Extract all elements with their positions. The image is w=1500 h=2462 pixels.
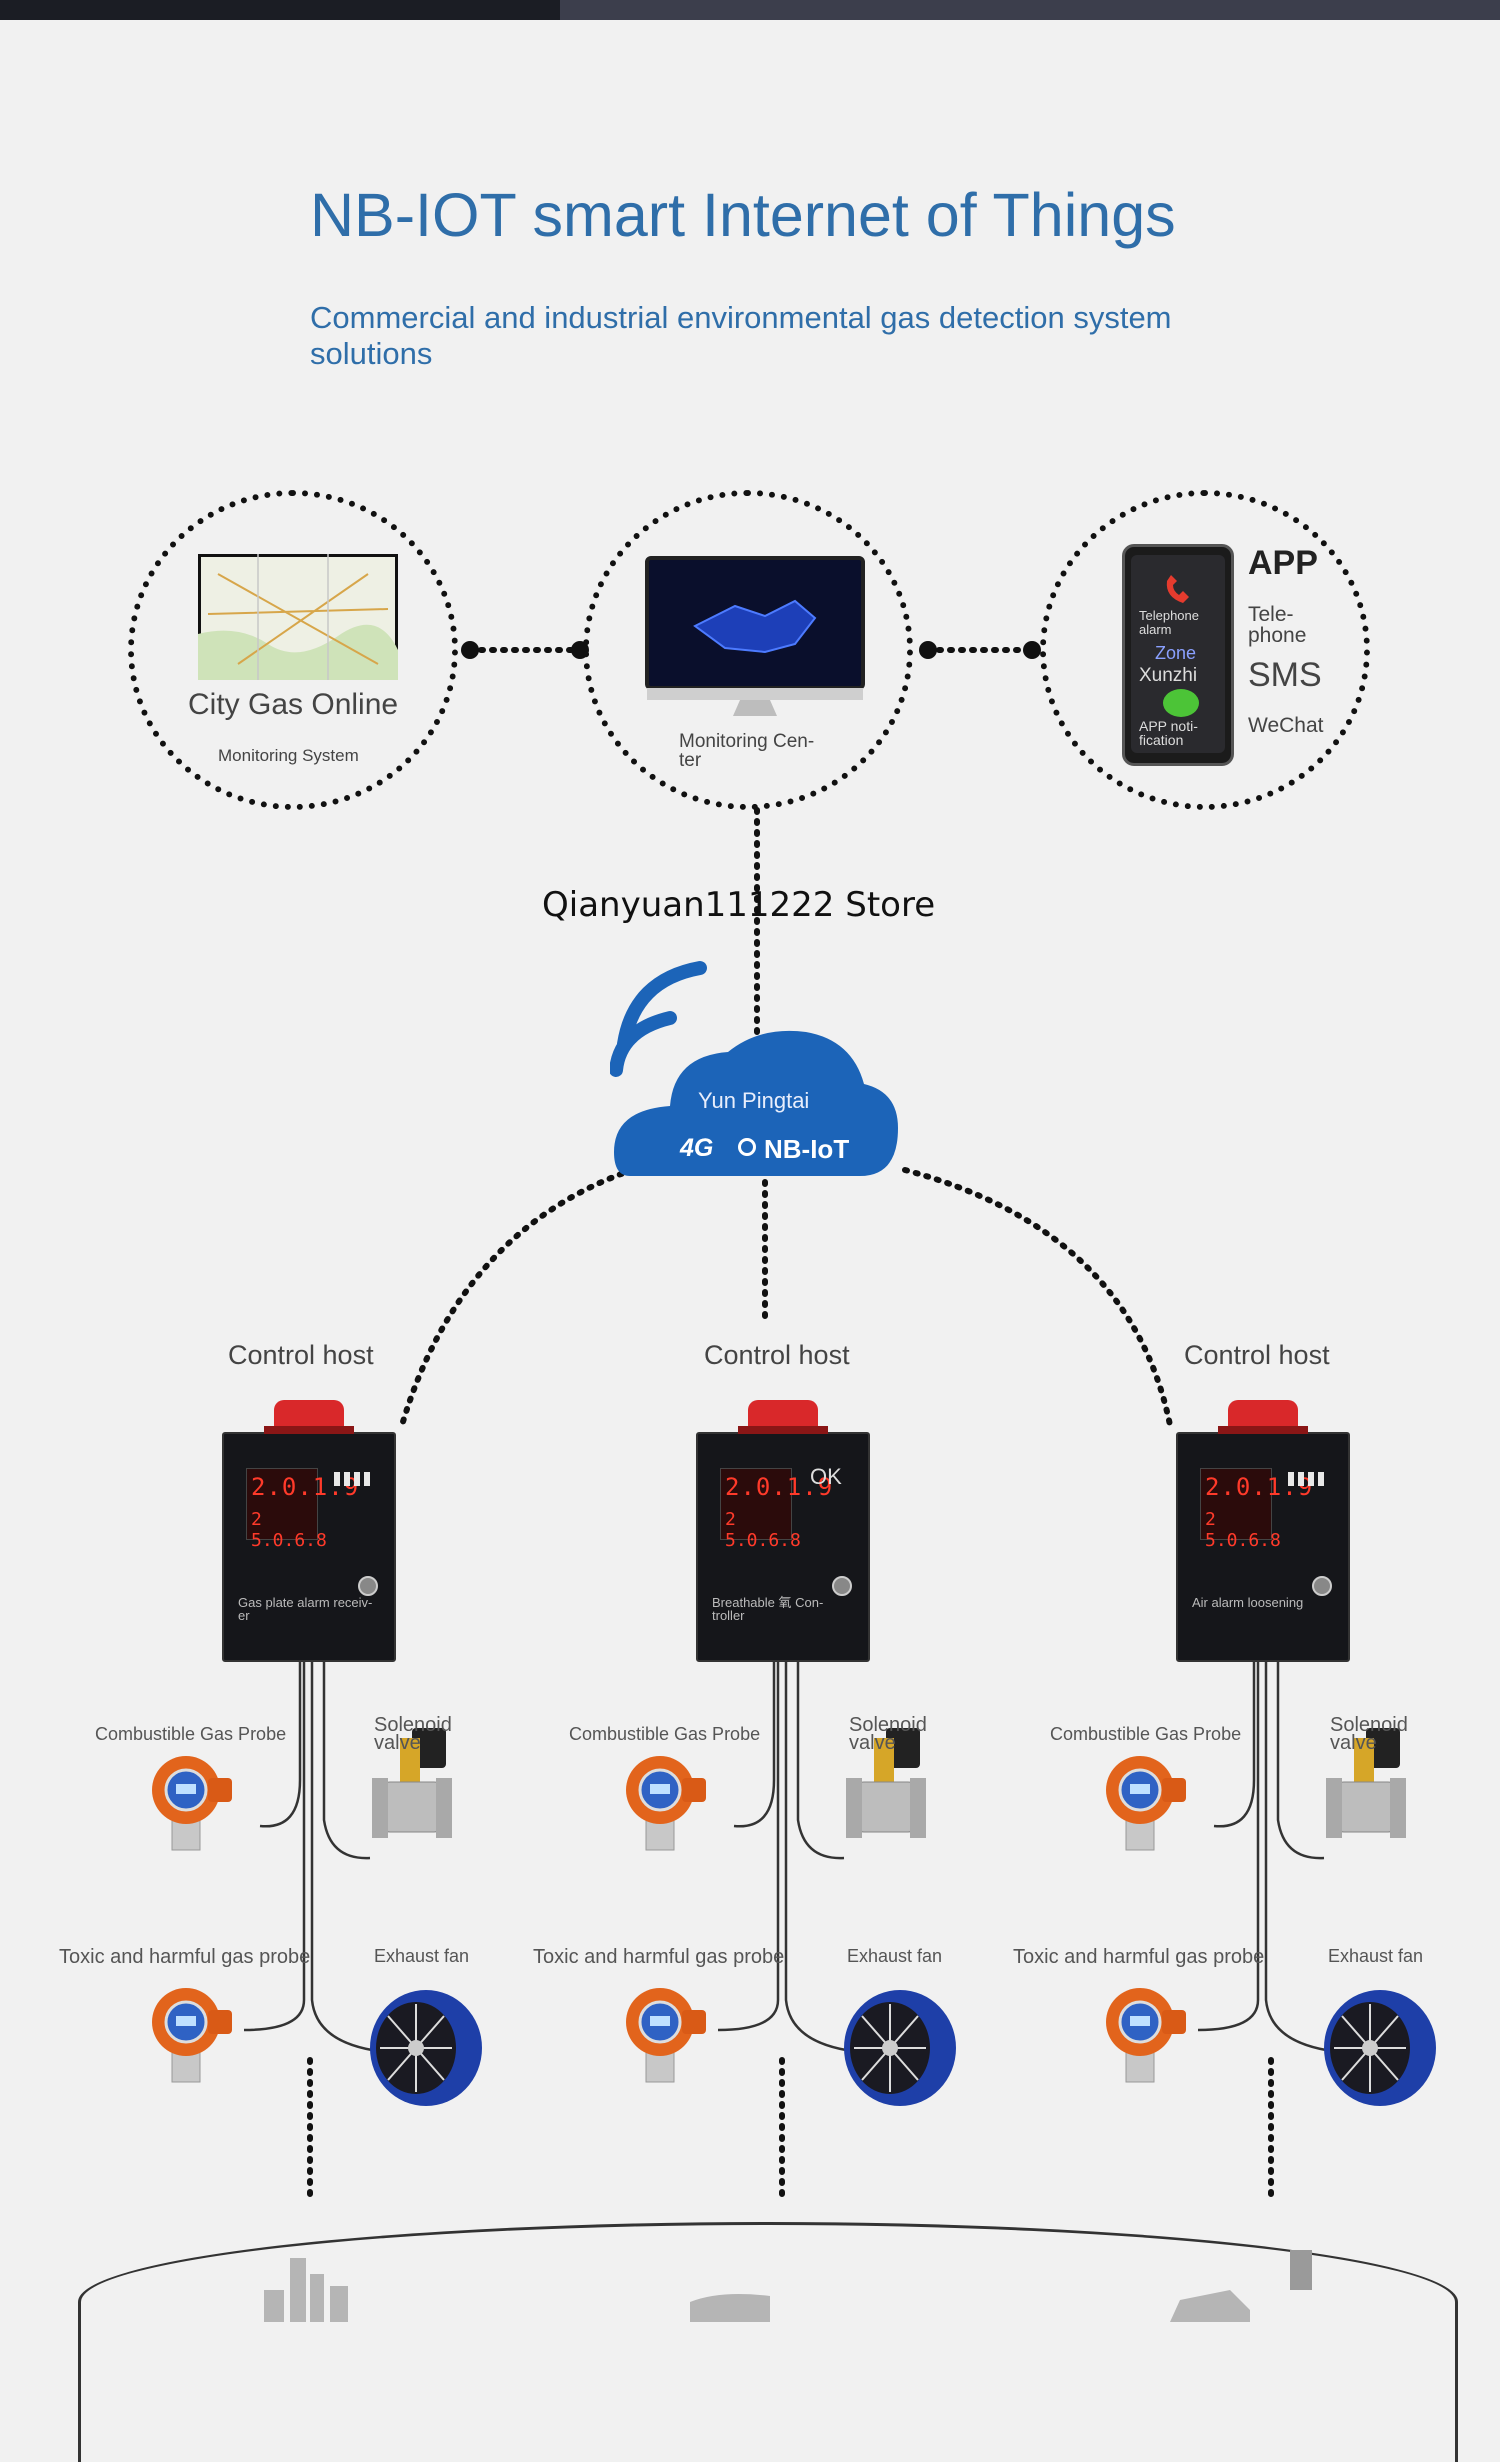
- connector-lines: [307, 641, 1274, 2203]
- control-host-cabinet-1: 2.0.1.9 2 5.0.6.8 Gas plate alarm receiv…: [222, 1400, 396, 1662]
- display-bottom-value: 2 5.0.6.8: [251, 1509, 327, 1551]
- phone-app-notification: APP noti- fication: [1139, 718, 1198, 748]
- city-gas-node: City Gas Online Monitoring System: [128, 490, 458, 810]
- badge-nb-iot: NB-IoT: [764, 1134, 850, 1164]
- display-top-value: 2.0.1.9: [251, 1473, 360, 1501]
- fan-label-2: Exhaust fan: [847, 1946, 943, 1966]
- siren-icon: [738, 1400, 828, 1434]
- store-watermark: Qianyuan111222 Store: [542, 885, 936, 925]
- control-host-cabinet-3: 2.0.1.9 2 5.0.6.8 Air alarm loosening: [1176, 1400, 1350, 1662]
- city-gas-caption: Monitoring System: [218, 746, 359, 765]
- cabinet-caption: Breathable 氧 Con- troller: [712, 1595, 824, 1623]
- cloud-label: Yun Pingtai: [698, 1088, 810, 1113]
- fan-label-3: Exhaust fan: [1328, 1946, 1424, 1966]
- toxic-probe-label-1: Toxic and harmful gas probe: [59, 1946, 311, 1968]
- ok-indicator: OK: [810, 1464, 842, 1489]
- siren-icon: [264, 1400, 354, 1434]
- digital-display: 2.0.1.9 2 5.0.6.8: [720, 1468, 832, 1551]
- exhaust-fan-icon-3: [1323, 1989, 1437, 2107]
- bottom-buildings-icons: [264, 2250, 1312, 2322]
- map-icon: [198, 554, 398, 680]
- digital-display: 2.0.1.9 2 5.0.6.8: [1200, 1468, 1312, 1551]
- control-host-cabinet-2: 2.0.1.9 2 5.0.6.8 OK Breathable 氧 Con- t…: [696, 1400, 870, 1662]
- valve-label-2: Solenoid valve: [849, 1714, 927, 1754]
- host-title-1: Control host: [228, 1340, 374, 1370]
- wechat-icon: [1163, 689, 1199, 717]
- mobile-notification-node: Telephone alarm Zone Xunzhi APP noti- fi…: [1040, 490, 1370, 810]
- toxic-gas-probe-icon-2: [624, 1986, 708, 2084]
- cabinet-caption: Air alarm loosening: [1192, 1595, 1304, 1610]
- toxic-gas-probe-icon-1: [150, 1986, 234, 2084]
- probe-label-3: Combustible Gas Probe: [1050, 1724, 1242, 1744]
- display-top-value: 2.0.1.9: [1205, 1473, 1314, 1501]
- phone-xunzhi: Xunzhi: [1139, 665, 1198, 686]
- siren-icon: [1218, 1400, 1308, 1434]
- display-top-value: 2.0.1.9: [725, 1473, 834, 1501]
- top-banner-strip: [0, 0, 1500, 20]
- exhaust-fan-icon-1: [369, 1989, 483, 2107]
- digital-display: 2.0.1.9 2 5.0.6.8: [246, 1468, 358, 1551]
- exhaust-fan-icon-2: [843, 1989, 957, 2107]
- sms-label: SMS: [1248, 656, 1322, 694]
- valve-label-1: Solenoid valve: [374, 1714, 452, 1754]
- badge-4g: 4G: [680, 1134, 714, 1162]
- page-subtitle: Commercial and industrial environmental …: [310, 300, 1172, 371]
- host-title-3: Control host: [1184, 1340, 1330, 1370]
- indicator-lights-icon: [1288, 1472, 1324, 1486]
- indicator-lights-icon: [334, 1472, 370, 1486]
- city-gas-title: City Gas Online: [188, 688, 399, 721]
- probe-label-1: Combustible Gas Probe: [95, 1724, 287, 1744]
- wechat-label: WeChat: [1248, 714, 1324, 737]
- monitor-icon: [645, 556, 865, 716]
- phone-telephone-alarm: Telephone alarm: [1139, 608, 1199, 637]
- telephone-alarm-icon: [1166, 575, 1189, 603]
- reset-knob-icon: [358, 1576, 378, 1596]
- host-title-2: Control host: [704, 1340, 850, 1370]
- signal-wave-inner-icon: [617, 961, 707, 1051]
- phone-zone: Zone: [1155, 643, 1197, 663]
- app-label: APP: [1248, 544, 1318, 582]
- reset-knob-icon: [1312, 1576, 1332, 1596]
- combustible-gas-probe-icon-3: [1104, 1754, 1188, 1852]
- combustible-gas-probe-icon-2: [624, 1754, 708, 1852]
- smartphone-icon: Telephone alarm Zone Xunzhi APP noti- fi…: [1122, 544, 1234, 766]
- fan-label-1: Exhaust fan: [374, 1946, 470, 1966]
- display-bottom-value: 2 5.0.6.8: [1205, 1509, 1281, 1551]
- monitoring-center-node: Monitoring Cen- ter: [583, 490, 913, 810]
- cabinet-caption: Gas plate alarm receiv- er: [238, 1595, 373, 1623]
- valve-label-3: Solenoid valve: [1330, 1714, 1408, 1754]
- cloud-platform: [610, 961, 898, 1176]
- toxic-probe-label-2: Toxic and harmful gas probe: [533, 1946, 785, 1968]
- reset-knob-icon: [832, 1576, 852, 1596]
- combustible-gas-probe-icon-1: [150, 1754, 234, 1852]
- page-title: NB-IOT smart Internet of Things: [310, 181, 1176, 249]
- monitoring-center-caption: Monitoring Cen- ter: [679, 731, 815, 771]
- display-bottom-value: 2 5.0.6.8: [725, 1509, 801, 1551]
- toxic-probe-label-3: Toxic and harmful gas probe: [1013, 1946, 1265, 1968]
- toxic-gas-probe-icon-3: [1104, 1986, 1188, 2084]
- device-wiring: [150, 1660, 1437, 2107]
- globe-icon: [738, 1138, 756, 1156]
- telephone-label: Tele- phone: [1248, 603, 1307, 647]
- probe-label-2: Combustible Gas Probe: [569, 1724, 761, 1744]
